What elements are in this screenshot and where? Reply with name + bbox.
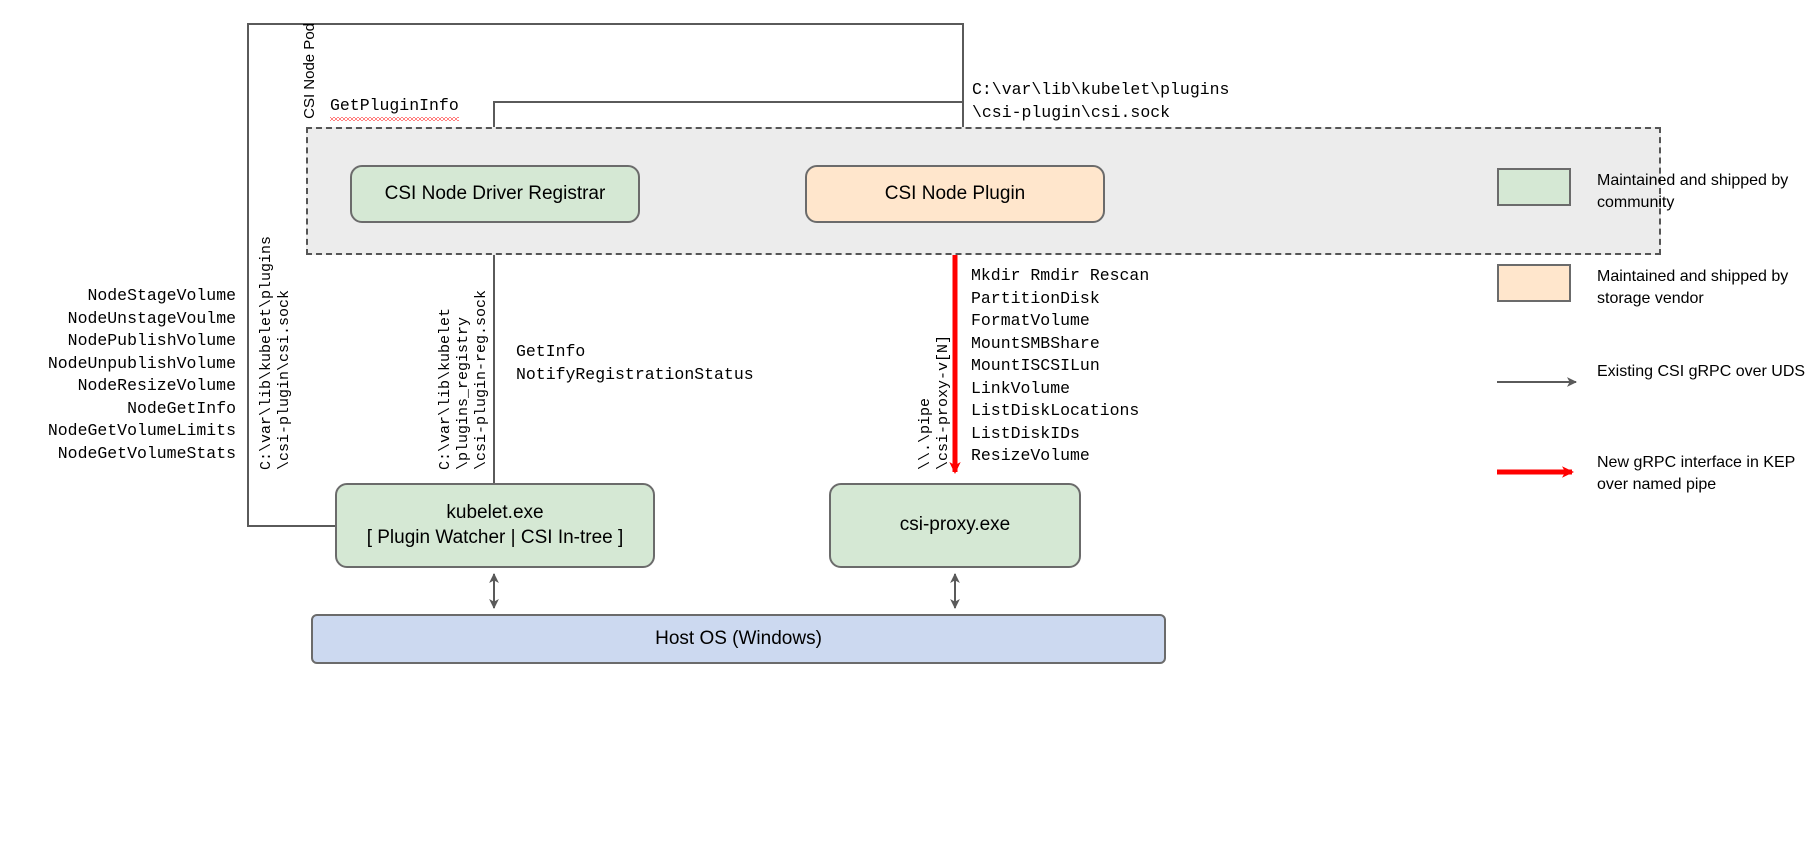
legend-label: Existing CSI gRPC over UDS <box>1597 363 1806 380</box>
label-rot-named-pipe-line2: \csi-proxy-v[N] <box>935 334 952 470</box>
node-label: CSI Node Driver Registrar <box>384 182 606 204</box>
legend-item-existing-csi-grpc: Existing CSI gRPC over UDS <box>1497 361 1805 399</box>
label-node-service-rpc-list: NodeStageVolume NodeUnstageVoulme NodePu… <box>47 286 236 463</box>
label-rot-uds-path-line1: C:\var\lib\kubelet\plugins <box>258 235 275 470</box>
label-rot-registry-path-line3: \csi-plugin-reg.sock <box>473 289 490 470</box>
label-rot-named-pipe-line1: \\.\pipe <box>917 397 934 470</box>
legend-arrow-gray-icon <box>1497 361 1571 399</box>
legend-arrow-red-icon <box>1497 452 1571 490</box>
node-csi-node-plugin[interactable]: CSI Node Plugin <box>805 165 1105 223</box>
legend-item-new-grpc: New gRPC interface in KEP over named pip… <box>1497 452 1807 496</box>
csi-node-pod-label: CSI Node Pod <box>301 23 318 119</box>
legend-label: Maintained and shipped by storage vendor <box>1597 268 1789 307</box>
legend-label: New gRPC interface in KEP over named pip… <box>1597 454 1796 493</box>
legend-label: Maintained and shipped by community <box>1597 172 1789 211</box>
node-csi-proxy-exe[interactable]: csi-proxy.exe <box>829 483 1081 568</box>
node-label: CSI Node Plugin <box>884 182 1026 204</box>
label-plugin-socket-path: C:\var\lib\kubelet\plugins \csi-plugin\c… <box>972 80 1230 122</box>
get-plugin-info-text: GetPluginInfo <box>330 95 459 120</box>
legend-swatch-green <box>1497 168 1571 206</box>
label-rot-registry-path-line1: C:\var\lib\kubelet <box>437 307 454 470</box>
label-registration-rpc-list: GetInfo NotifyRegistrationStatus <box>516 342 754 384</box>
label-csi-proxy-api-list: Mkdir Rmdir Rescan PartitionDisk FormatV… <box>971 266 1150 465</box>
node-label: Host OS (Windows) <box>655 627 822 649</box>
legend-swatch-yellow <box>1497 264 1571 302</box>
node-label-secondary: [ Plugin Watcher | CSI In-tree ] <box>366 526 624 548</box>
node-kubelet-exe[interactable]: kubelet.exe [ Plugin Watcher | CSI In-tr… <box>335 483 655 568</box>
node-label-primary: kubelet.exe <box>446 501 544 523</box>
label-get-plugin-info: GetPluginInfo <box>330 95 459 120</box>
node-csi-node-driver-registrar[interactable]: CSI Node Driver Registrar <box>350 165 640 223</box>
label-rot-registry-path-line2: \plugins_registry <box>455 316 472 470</box>
node-label: csi-proxy.exe <box>899 514 1011 536</box>
legend-item-community: Maintained and shipped by community <box>1497 168 1807 214</box>
label-rot-uds-path-line2: \csi-plugin\csi.sock <box>276 289 293 470</box>
legend-item-storage-vendor: Maintained and shipped by storage vendor <box>1497 264 1807 310</box>
node-host-os[interactable]: Host OS (Windows) <box>311 614 1166 664</box>
